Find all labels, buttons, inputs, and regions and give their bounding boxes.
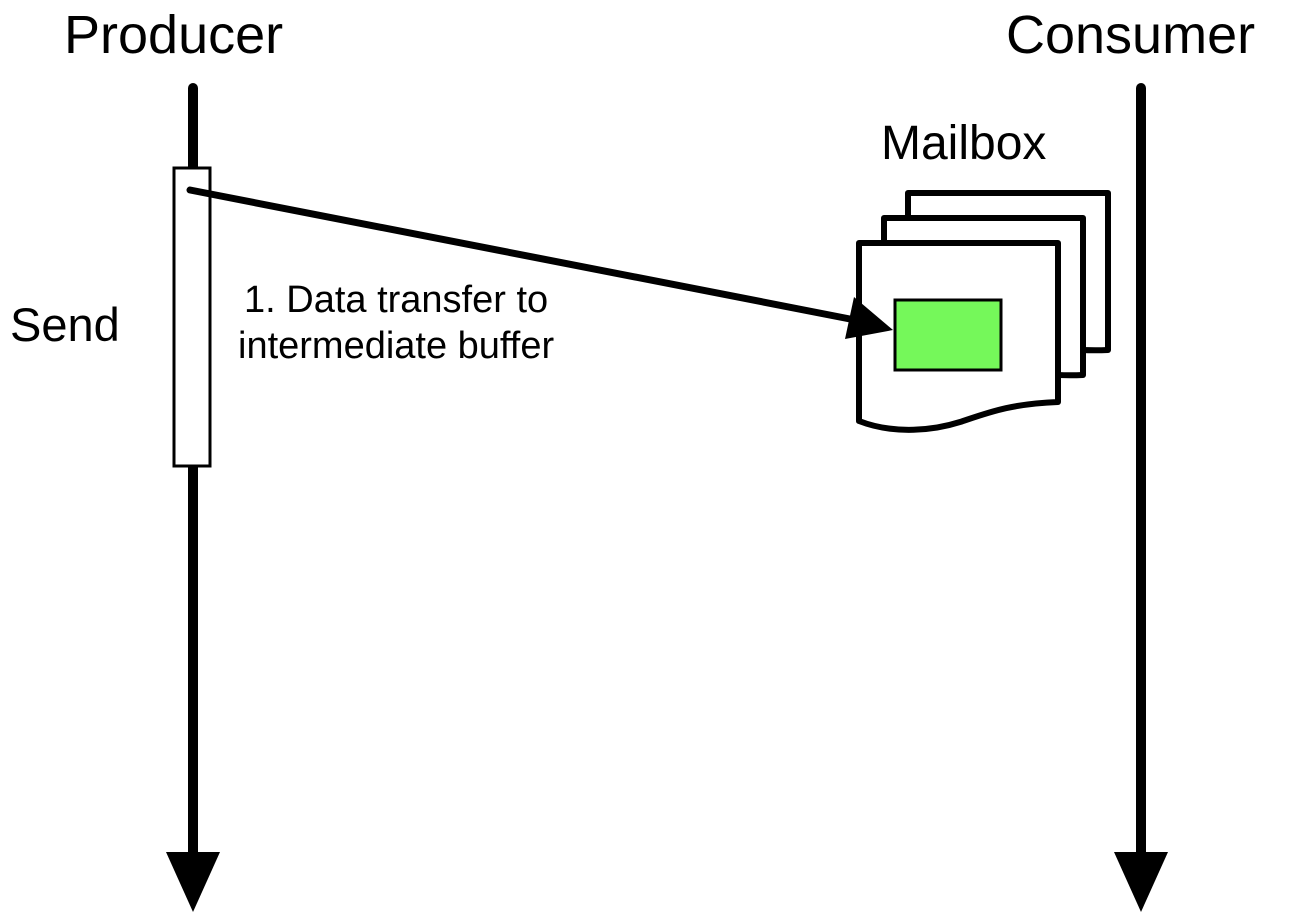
consumer-lifeline-arrowhead	[1114, 852, 1168, 912]
consumer-lifeline	[1114, 83, 1168, 912]
producer-lifeline-arrowhead	[166, 852, 220, 912]
send-label: Send	[10, 298, 120, 351]
send-activation-box	[172, 166, 212, 468]
data-transfer-label: 1. Data transfer to intermediate buffer	[238, 278, 554, 369]
producer-title: Producer	[64, 5, 284, 65]
mailbox-buffer	[893, 298, 1003, 372]
data-transfer-label-line1: 1. Data transfer to	[244, 279, 549, 321]
data-transfer-arrow	[186, 186, 893, 339]
data-transfer-arrowhead	[845, 297, 893, 339]
consumer-title: Consumer	[1006, 5, 1256, 65]
data-transfer-label-line2: intermediate buffer	[238, 324, 555, 367]
mailbox-label: Mailbox	[881, 117, 1047, 170]
